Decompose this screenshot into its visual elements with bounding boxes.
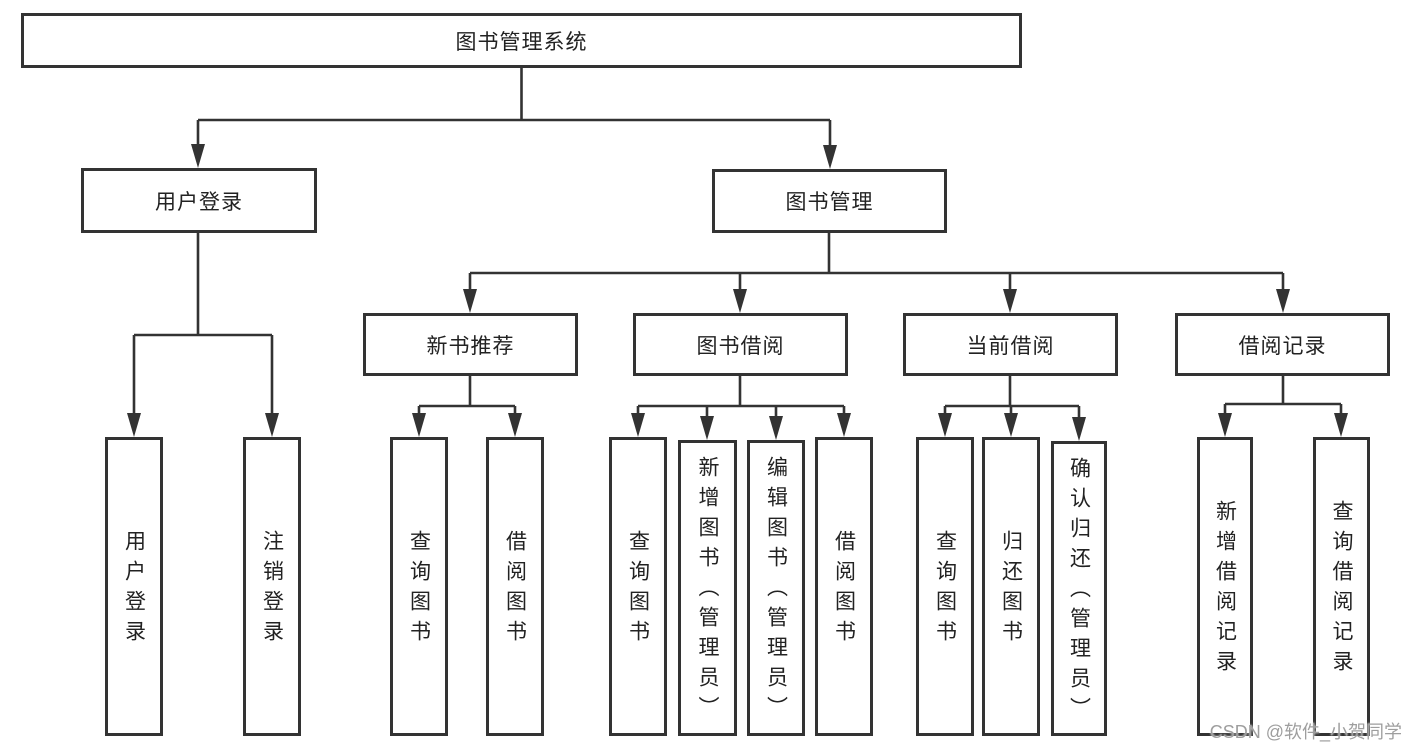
leaf-node-edit-books-admin: 编辑图书（管理员）	[747, 440, 805, 736]
node-current-borrow: 当前借阅	[903, 313, 1118, 376]
arrow-down-icon	[508, 413, 522, 437]
leaf-node-query-books-2: 查询图书	[609, 437, 667, 736]
node-book-borrow: 图书借阅	[633, 313, 848, 376]
arrow-down-icon	[837, 413, 851, 437]
arrow-down-icon	[1004, 413, 1018, 437]
node-library-management-system: 图书管理系统	[21, 13, 1022, 68]
leaf-node-borrow-books-1: 借阅图书	[486, 437, 544, 736]
arrow-down-icon	[463, 289, 477, 313]
arrow-down-icon	[700, 416, 714, 440]
leaf-node-add-books-admin: 新增图书（管理员）	[678, 440, 737, 736]
tree-edges	[132, 68, 1343, 420]
arrow-down-icon	[733, 289, 747, 313]
arrow-down-icon	[1072, 417, 1086, 441]
leaf-node-confirm-return-admin: 确认归还（管理员）	[1051, 441, 1107, 736]
leaf-node-logout: 注销登录	[243, 437, 301, 736]
arrow-down-icon	[412, 413, 426, 437]
arrow-down-icon	[631, 413, 645, 437]
arrow-down-icon	[265, 413, 279, 437]
node-borrow-records: 借阅记录	[1175, 313, 1390, 376]
arrow-down-icon	[127, 413, 141, 437]
arrow-down-icon	[938, 413, 952, 437]
node-new-book-recommend: 新书推荐	[363, 313, 578, 376]
leaf-node-query-books-3: 查询图书	[916, 437, 974, 736]
arrow-down-icon	[769, 416, 783, 440]
node-user-login: 用户登录	[81, 168, 317, 233]
arrow-down-icon	[191, 144, 205, 168]
arrow-down-icon	[1276, 289, 1290, 313]
node-book-management: 图书管理	[712, 169, 947, 233]
leaf-node-add-borrow-record: 新增借阅记录	[1197, 437, 1253, 736]
leaf-node-user-login: 用户登录	[105, 437, 163, 736]
leaf-node-query-books-1: 查询图书	[390, 437, 448, 736]
arrow-down-icon	[1334, 413, 1348, 437]
arrow-down-icon	[1218, 413, 1232, 437]
arrow-down-icon	[1003, 289, 1017, 313]
leaf-node-query-borrow-record: 查询借阅记录	[1313, 437, 1370, 736]
leaf-node-return-books: 归还图书	[982, 437, 1040, 736]
arrowhead-icons	[127, 144, 1348, 441]
arrow-down-icon	[823, 145, 837, 169]
csdn-watermark: CSDN @软件_小贺同学	[1209, 722, 1402, 742]
leaf-node-borrow-books-2: 借阅图书	[815, 437, 873, 736]
